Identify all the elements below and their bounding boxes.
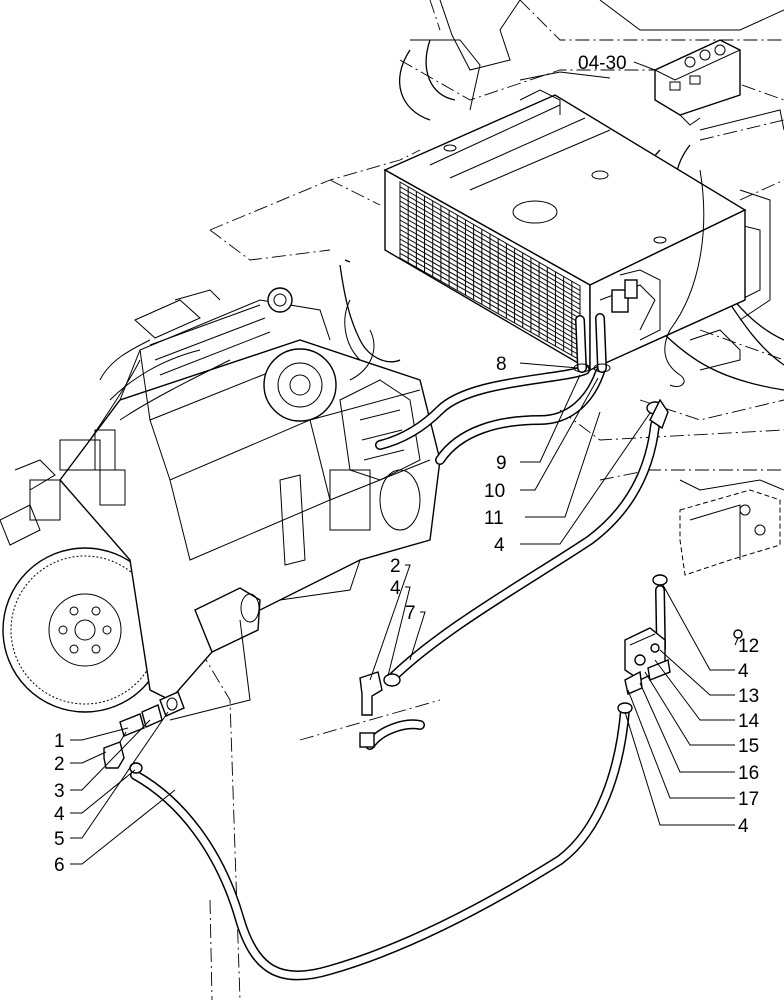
fitting-1: [119, 713, 145, 737]
fitting-5: [159, 691, 185, 717]
callout-4-center: 4: [390, 578, 401, 599]
harness-wire: [664, 169, 705, 388]
flywheel-bolt: [69, 606, 79, 616]
callout-04-30: 04-30: [578, 53, 627, 74]
callout-1: 1: [54, 731, 65, 752]
flywheel-bolt: [91, 606, 101, 616]
mounting-bracket-12: [679, 489, 781, 576]
fitting-3: [141, 704, 163, 728]
callout-11: 11: [484, 508, 504, 529]
callout-4-upper: 4: [494, 535, 505, 556]
cab-floor-outline: [199, 0, 784, 1000]
callout-10: 10: [484, 481, 505, 502]
engine-assembly: [0, 259, 441, 721]
callout-8: 8: [496, 354, 507, 375]
heater-unit: [383, 89, 747, 372]
flywheel-bolt: [91, 644, 101, 654]
callout-4-valve-bottom: 4: [738, 816, 749, 837]
callout-14: 14: [738, 711, 760, 732]
clamp-4-valve-bottom: [617, 702, 633, 714]
callout-2-center: 2: [390, 556, 401, 577]
callout-7: 7: [405, 603, 416, 624]
callout-5: 5: [54, 829, 65, 850]
callout-6: 6: [54, 855, 65, 876]
heater-hoses: [130, 313, 666, 981]
callout-3: 3: [54, 781, 65, 802]
elbow-fitting-2: [359, 671, 383, 716]
flywheel-bolt: [69, 644, 79, 654]
callout-15: 15: [738, 736, 759, 757]
clamp-4-hose7: [383, 673, 401, 687]
leader-lines: [70, 61, 739, 865]
callout-17: 17: [738, 789, 759, 810]
callout-13: 13: [738, 686, 759, 707]
callout-2-engine: 2: [54, 754, 65, 775]
callout-4-engine: 4: [54, 804, 65, 825]
fittings: [103, 279, 781, 774]
callout-4-valve-top: 4: [738, 661, 749, 682]
hose-sleeve: [359, 732, 375, 748]
heater-grille: [399, 181, 581, 361]
callout-16: 16: [738, 763, 759, 784]
callout-12: 12: [738, 636, 759, 657]
control-panel-04-30: [653, 39, 742, 126]
flywheel-bolt: [102, 625, 112, 635]
flywheel-bolt: [58, 625, 68, 635]
callout-labels: 04-30 8 9 10 11 4 2 4 7 12 4 13 14 15 16…: [54, 53, 760, 876]
clamp-4-valve-top: [652, 574, 668, 586]
callout-9: 9: [496, 453, 507, 474]
